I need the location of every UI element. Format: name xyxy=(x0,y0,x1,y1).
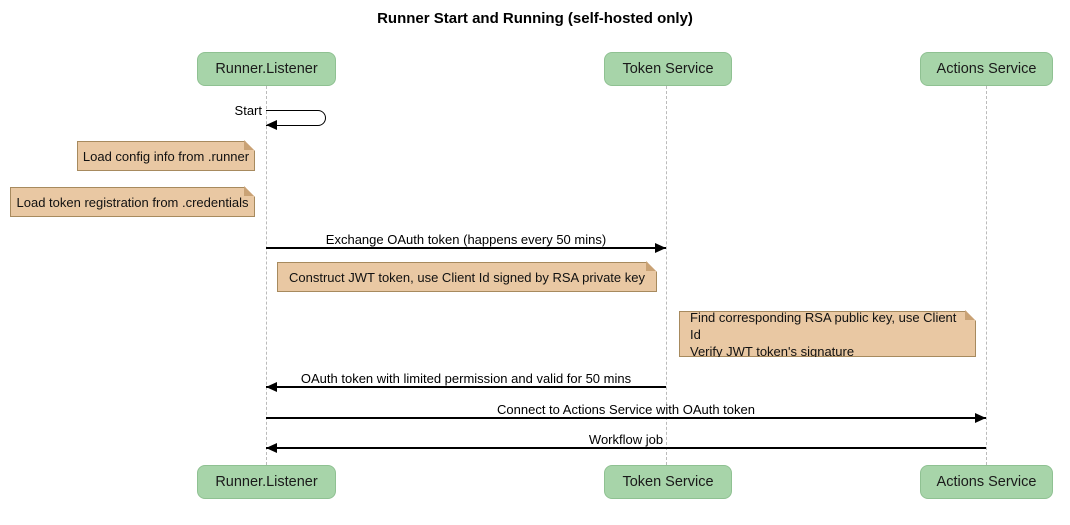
participant-token-service-bottom: Token Service xyxy=(604,465,732,499)
note-fold-icon xyxy=(646,261,656,271)
participant-actions-service-top: Actions Service xyxy=(920,52,1053,86)
note-fold-icon xyxy=(965,310,975,320)
diagram-title: Runner Start and Running (self-hosted on… xyxy=(377,10,693,27)
note-load-token-registration: Load token registration from .credential… xyxy=(10,187,255,217)
note-text: Load token registration from .credential… xyxy=(16,194,249,210)
message-label-exchange-oauth: Exchange OAuth token (happens every 50 m… xyxy=(325,232,607,247)
arrowhead-icon xyxy=(266,120,277,130)
message-label-workflow-job: Workflow job xyxy=(588,432,664,447)
message-label-connect-actions: Connect to Actions Service with OAuth to… xyxy=(497,402,755,417)
participant-token-service-top: Token Service xyxy=(604,52,732,86)
note-text: Construct JWT token, use Client Id signe… xyxy=(289,269,645,285)
participant-runner-listener-bottom: Runner.Listener xyxy=(197,465,336,499)
message-label-oauth-return: OAuth token with limited permission and … xyxy=(300,371,632,386)
participant-label: Runner.Listener xyxy=(215,474,318,490)
lifeline-token-service xyxy=(666,86,667,465)
participant-label: Actions Service xyxy=(936,474,1037,490)
lifeline-runner-listener xyxy=(265,86,267,465)
participant-label: Token Service xyxy=(622,61,714,77)
participant-actions-service-bottom: Actions Service xyxy=(920,465,1053,499)
arrowhead-icon xyxy=(266,443,277,453)
note-text: Load config info from .runner xyxy=(82,148,250,164)
participant-label: Runner.Listener xyxy=(215,61,318,77)
message-label-start: Start xyxy=(234,103,262,118)
note-fold-icon xyxy=(244,140,254,150)
message-line xyxy=(266,386,666,388)
participant-label: Token Service xyxy=(622,474,714,490)
note-verify-jwt: Find corresponding RSA public key, use C… xyxy=(679,311,976,357)
message-line xyxy=(266,447,986,449)
note-construct-jwt: Construct JWT token, use Client Id signe… xyxy=(277,262,657,292)
message-line xyxy=(266,417,986,419)
participant-runner-listener-top: Runner.Listener xyxy=(197,52,336,86)
arrowhead-icon xyxy=(655,243,666,253)
self-message-loop xyxy=(266,110,326,126)
message-line xyxy=(266,247,666,249)
participant-label: Actions Service xyxy=(936,61,1037,77)
lifeline-actions-service xyxy=(985,86,987,465)
arrowhead-icon xyxy=(266,382,277,392)
arrowhead-icon xyxy=(975,413,986,423)
note-fold-icon xyxy=(244,186,254,196)
note-load-config: Load config info from .runner xyxy=(77,141,255,171)
